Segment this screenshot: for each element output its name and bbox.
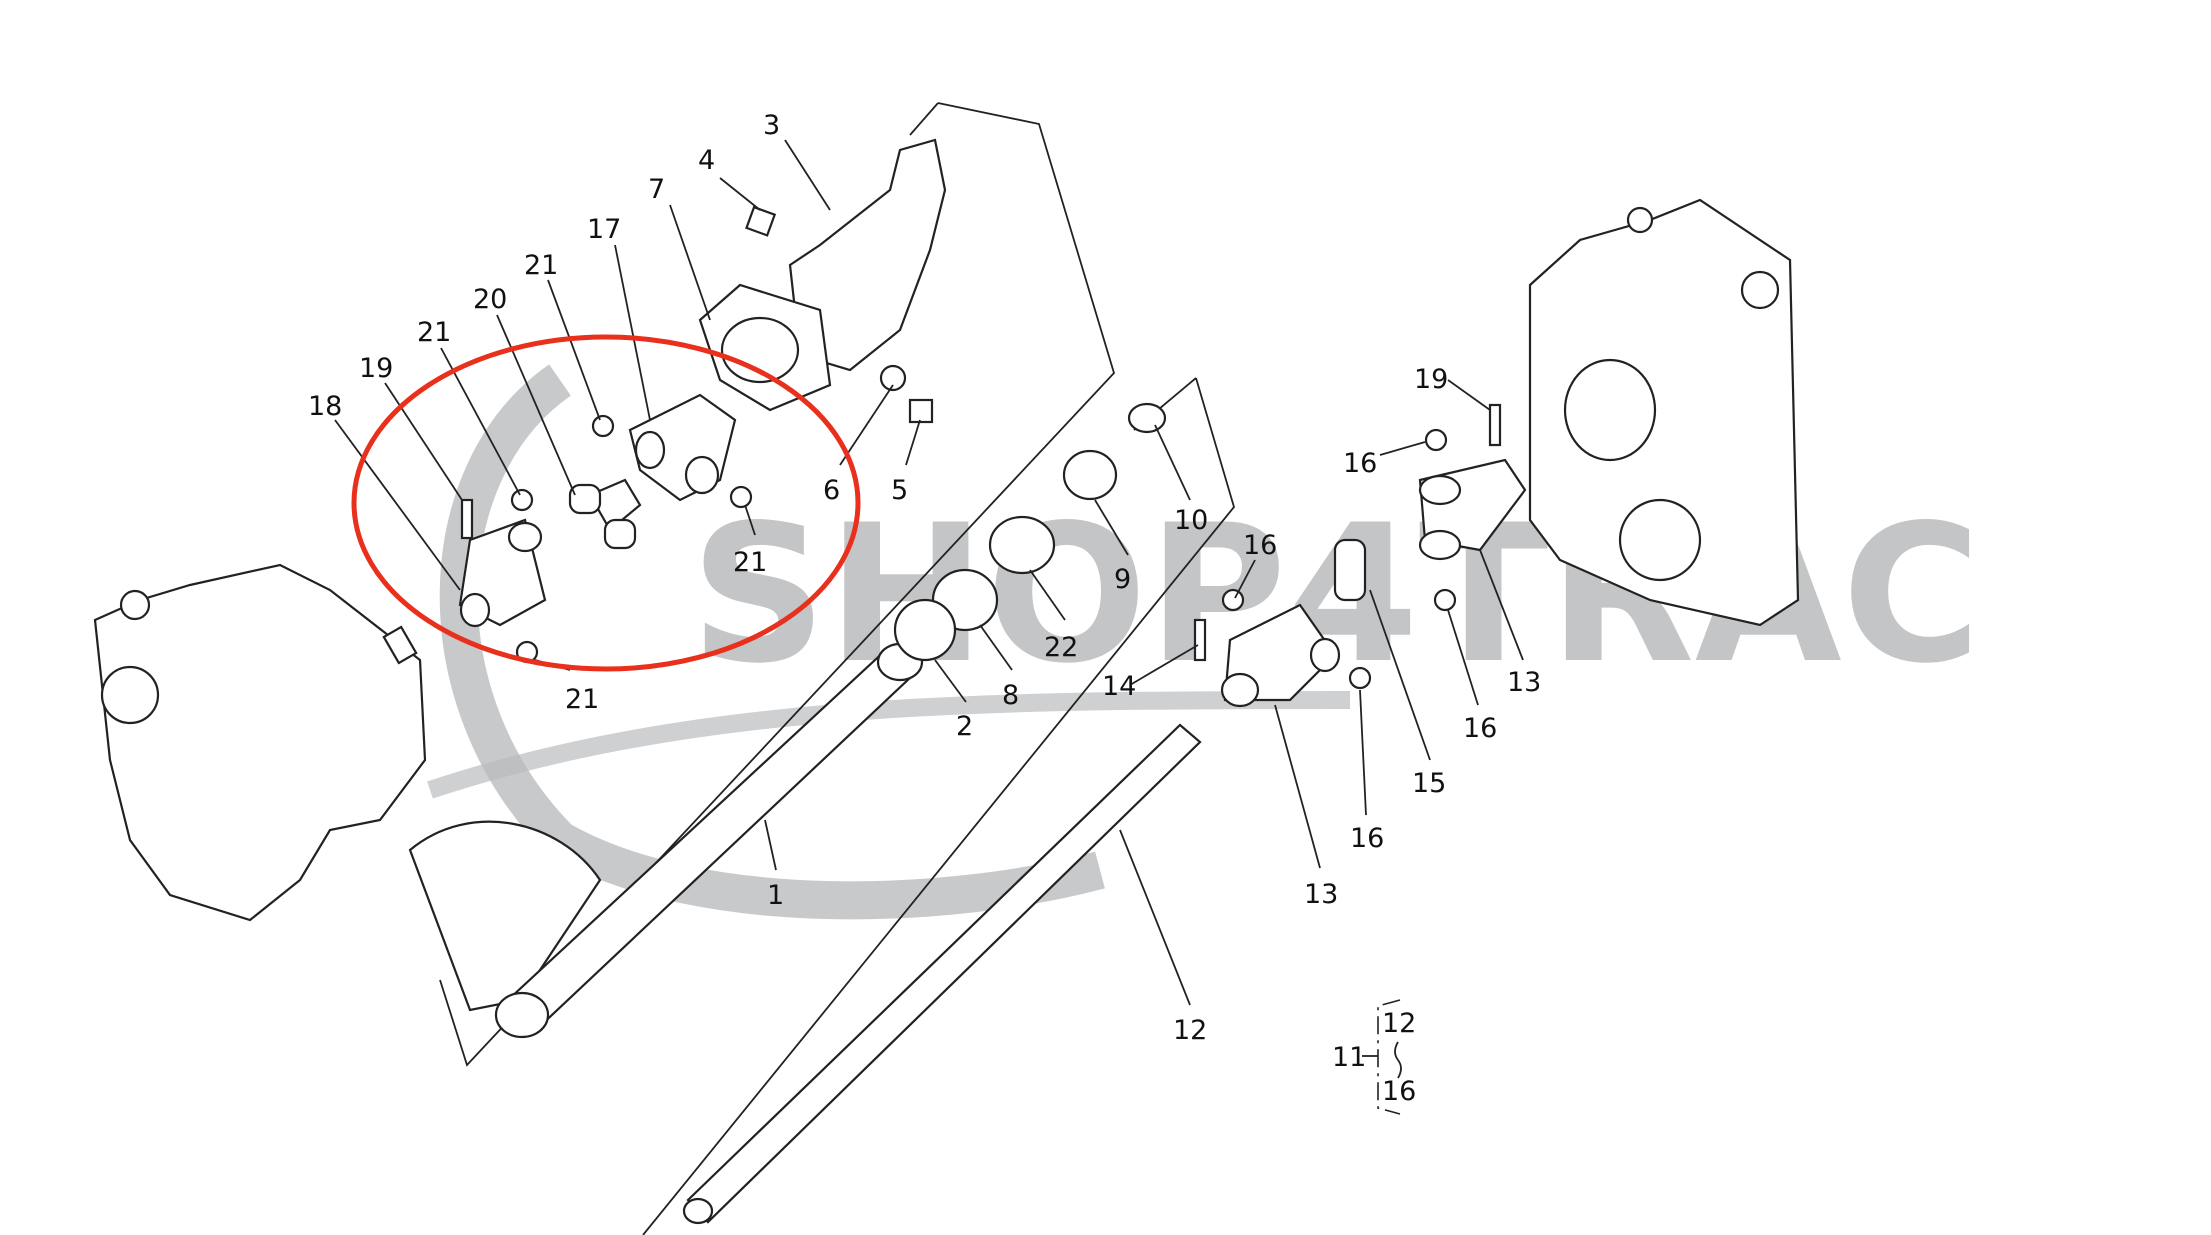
callout-20: 20 (473, 284, 507, 315)
assembly-range-from: 12 (1382, 1008, 1416, 1039)
assembly-note: 11 12 16 (1332, 999, 1416, 1115)
callout-16: 16 (1343, 448, 1377, 479)
assembly-range-to: 16 (1382, 1076, 1416, 1107)
yoke-assemblies (458, 393, 1527, 708)
callout-5: 5 (891, 475, 908, 506)
callout-10: 10 (1174, 505, 1208, 536)
callout-labels: 3 4 7 17 21 20 21 19 18 6 5 21 21 10 9 2… (308, 110, 1541, 1046)
callout-13: 13 (1304, 879, 1338, 910)
drive-shaft-12 (682, 723, 1202, 1225)
transmission-housing (1528, 198, 1800, 627)
front-drive-shaft-tube (494, 642, 924, 1039)
callout-12: 12 (1173, 1015, 1207, 1046)
callout-13: 13 (1507, 667, 1541, 698)
bearing-housing (698, 138, 947, 412)
callout-14: 14 (1102, 671, 1136, 702)
callout-18: 18 (308, 391, 342, 422)
callout-17: 17 (587, 214, 621, 245)
callout-16: 16 (1463, 713, 1497, 744)
callout-9: 9 (1114, 564, 1131, 595)
callout-16: 16 (1243, 530, 1277, 561)
callout-21: 21 (733, 547, 767, 578)
callout-21: 21 (565, 684, 599, 715)
callout-15: 15 (1412, 768, 1446, 799)
assembly-label: 11 (1332, 1042, 1366, 1073)
callout-7: 7 (648, 174, 665, 205)
callout-21: 21 (417, 317, 451, 348)
callout-19: 19 (1414, 364, 1448, 395)
callout-19: 19 (359, 353, 393, 384)
highlight-circle (351, 334, 861, 672)
callout-3: 3 (763, 110, 780, 141)
callout-16: 16 (1350, 823, 1384, 854)
callout-21: 21 (524, 250, 558, 281)
front-axle-housing (93, 563, 602, 1012)
callout-22: 22 (1044, 632, 1078, 663)
callout-1: 1 (767, 880, 784, 911)
seals-and-clamps (745, 205, 1167, 662)
callout-8: 8 (1002, 680, 1019, 711)
callout-6: 6 (823, 475, 840, 506)
callout-4: 4 (698, 145, 715, 176)
callout-2: 2 (956, 711, 973, 742)
